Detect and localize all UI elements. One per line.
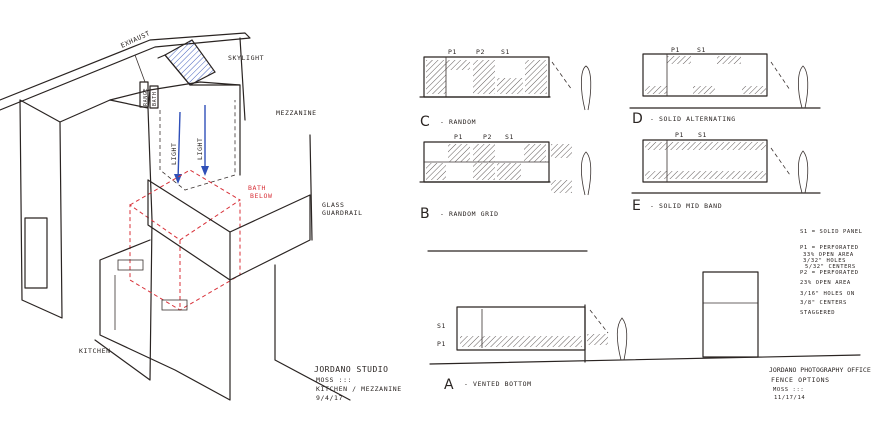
svg-text:S1: S1 — [501, 48, 510, 56]
svg-text:S1: S1 — [698, 131, 707, 139]
svg-text:MOSS :::: MOSS ::: — [773, 387, 804, 393]
svg-text:11/17/14: 11/17/14 — [774, 395, 805, 401]
left-title-block: JORDANO STUDIO MOSS ::: KITCHEN / MEZZAN… — [314, 365, 402, 402]
label-bath-below-2: BELOW — [250, 192, 273, 200]
fence-option-b — [419, 141, 592, 196]
label-range: RANGE — [143, 88, 149, 106]
svg-text:P1: P1 — [437, 340, 446, 348]
label-bath-vent: BATH — [152, 92, 158, 106]
svg-text:- VENTED BOTTOM: - VENTED BOTTOM — [464, 380, 532, 388]
panel-callouts: P1 P2 S1 P1 S1 P1 P2 S1 P1 S1 S1 P1 — [437, 46, 707, 348]
svg-text:3/32" HOLES: 3/32" HOLES — [803, 258, 846, 264]
svg-text:P2: P2 — [483, 133, 492, 141]
svg-text:P1: P1 — [671, 46, 680, 54]
label-light-1: LIGHT — [170, 142, 178, 165]
fence-option-a — [427, 250, 861, 365]
isometric-kitchen-sketch — [0, 32, 351, 401]
svg-text:JORDANO PHOTOGRAPHY OFFICE: JORDANO PHOTOGRAPHY OFFICE — [769, 366, 871, 374]
svg-text:33% OPEN AREA: 33% OPEN AREA — [803, 252, 854, 258]
svg-text:- SOLID MID BAND: - SOLID MID BAND — [650, 202, 722, 210]
svg-text:S1: S1 — [697, 46, 706, 54]
svg-text:FENCE OPTIONS: FENCE OPTIONS — [771, 376, 830, 384]
option-labels: C - RANDOM D - SOLID ALTERNATING B - RAN… — [420, 111, 736, 393]
label-kitchen: KITCHEN — [79, 347, 111, 355]
svg-text:P1: P1 — [454, 133, 463, 141]
svg-text:MOSS :::: MOSS ::: — [316, 376, 352, 384]
skylight — [164, 39, 216, 86]
door — [24, 217, 48, 289]
svg-text:9/4/17: 9/4/17 — [316, 394, 343, 402]
label-light-2: LIGHT — [196, 137, 204, 160]
label-bath-below-1: BATH — [248, 184, 266, 192]
svg-text:P1: P1 — [675, 131, 684, 139]
svg-text:B: B — [420, 206, 430, 222]
svg-text:5/32" CENTERS: 5/32" CENTERS — [805, 264, 856, 270]
svg-text:D: D — [632, 111, 643, 127]
svg-text:JORDANO STUDIO: JORDANO STUDIO — [314, 365, 388, 374]
right-title-block: JORDANO PHOTOGRAPHY OFFICE FENCE OPTIONS… — [769, 366, 871, 401]
label-mezzanine: MEZZANINE — [276, 109, 317, 117]
svg-text:S1: S1 — [505, 133, 514, 141]
svg-text:P1 = PERFORATED: P1 = PERFORATED — [800, 245, 859, 251]
svg-text:P1: P1 — [448, 48, 457, 56]
fence-option-d — [629, 53, 821, 109]
svg-text:3/8" CENTERS: 3/8" CENTERS — [800, 300, 847, 306]
label-skylight: SKYLIGHT — [228, 54, 264, 62]
svg-text:STAGGERED: STAGGERED — [800, 310, 835, 316]
label-glass-1: GLASS — [322, 201, 345, 209]
svg-text:KITCHEN / MEZZANINE: KITCHEN / MEZZANINE — [316, 385, 402, 393]
svg-text:- RANDOM GRID: - RANDOM GRID — [440, 210, 499, 218]
svg-text:3/16" HOLES ON: 3/16" HOLES ON — [800, 291, 855, 297]
svg-text:- SOLID ALTERNATING: - SOLID ALTERNATING — [650, 115, 736, 123]
svg-text:A: A — [444, 377, 454, 393]
svg-text:S1 = SOLID PANEL: S1 = SOLID PANEL — [800, 229, 863, 235]
svg-text:S1: S1 — [437, 322, 446, 330]
svg-text:C: C — [420, 114, 430, 130]
label-glass-2: GUARDRAIL — [322, 209, 363, 217]
fence-option-c — [419, 56, 592, 111]
svg-text:P2 = PERFORATED: P2 = PERFORATED — [800, 270, 859, 276]
svg-text:P2: P2 — [476, 48, 485, 56]
svg-text:23% OPEN AREA: 23% OPEN AREA — [800, 280, 851, 286]
label-exhaust: EXHAUST — [119, 29, 151, 50]
fence-option-e — [631, 139, 821, 194]
svg-text:E: E — [632, 198, 641, 214]
svg-text:- RANDOM: - RANDOM — [440, 118, 476, 126]
material-notes: S1 = SOLID PANEL P1 = PERFORATED 33% OPE… — [800, 229, 863, 316]
